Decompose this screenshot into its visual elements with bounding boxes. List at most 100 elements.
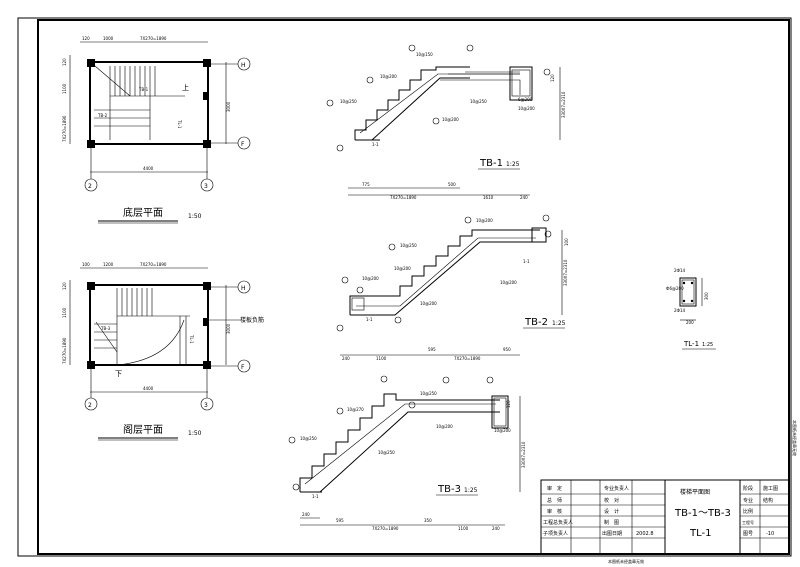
tb3-bar-labels: 10@270 10@250 10@200 10@250 10@200 10@25… [300, 391, 511, 455]
attic-dim-left-2: 1100 [62, 307, 67, 318]
svg-text:1-1: 1-1 [312, 494, 319, 499]
attic-dim-right: 3000 [226, 323, 231, 334]
svg-text:专业负责人: 专业负责人 [604, 485, 629, 492]
svg-text:240: 240 [302, 512, 310, 517]
column [203, 92, 209, 100]
svg-text:1610: 1610 [483, 195, 494, 200]
svg-text:950: 950 [503, 347, 511, 352]
svg-text:图号: 图号 [743, 531, 753, 537]
svg-text:校 对: 校 对 [604, 497, 619, 504]
drawing-sub1: TB-1～TB-3 [674, 508, 731, 519]
attic-dim-top-3: 7X270=1890 [140, 262, 167, 267]
svg-text:10@250: 10@250 [470, 99, 487, 104]
svg-text:10@200: 10@200 [394, 266, 411, 271]
svg-text:6@200: 6@200 [518, 97, 533, 102]
dim-left-2: 1100 [62, 83, 67, 94]
tb1-scale: 1:25 [506, 161, 520, 168]
attic-grid-f: F [241, 364, 245, 371]
svg-text:350: 350 [424, 518, 432, 523]
ground-floor-plan: 上 TB-1 TB-2 TL-1 120 1000 7X270=1890 120… [62, 36, 251, 224]
bottom-note: 本图纸未经盖章无效 [608, 558, 644, 564]
tb3-title: TB-3 [437, 484, 461, 495]
svg-text:10@200: 10@200 [380, 74, 397, 79]
beam-stirrup: Ф6@200 [666, 286, 684, 291]
beam-height: 300 [704, 292, 709, 300]
attic-dim-left-1: 120 [62, 282, 67, 290]
svg-text:240: 240 [520, 195, 528, 200]
tb3-scale: 1:25 [464, 487, 478, 494]
svg-text:240: 240 [492, 526, 500, 531]
svg-text:设 计: 设 计 [604, 508, 619, 515]
tb1-dim-right: 330X7=2310 [561, 91, 566, 118]
svg-text:7X270=1890: 7X270=1890 [372, 526, 399, 531]
svg-text:审 核: 审 核 [547, 508, 562, 515]
attic-grid-h: H [241, 285, 246, 292]
beam-width: 200 [686, 320, 694, 325]
attic-tl1-label: TL-1 [189, 334, 194, 344]
svg-text:阶段: 阶段 [743, 485, 753, 492]
column [203, 59, 211, 67]
svg-text:10@200: 10@200 [442, 117, 459, 122]
svg-text:总 师: 总 师 [547, 497, 562, 504]
tb2-scale: 1:25 [552, 320, 566, 327]
svg-text:专业: 专业 [743, 497, 753, 504]
svg-text:审 定: 审 定 [547, 485, 562, 492]
attic-dim-left-3: 7X270=1890 [62, 337, 67, 364]
beam-bottom-bar: 2Ф14 [674, 308, 686, 313]
beam-scale: 1:25 [702, 342, 713, 348]
title-block: 审 定 专业负责人 总 师 校 对 审 核 设 计 工程总负责人 制 图 子项负… [540, 420, 798, 564]
attic-plan-walls [89, 284, 209, 366]
tb1-label: TB-1 [138, 87, 149, 92]
grid-f: F [241, 141, 245, 148]
svg-text:595: 595 [336, 518, 344, 523]
svg-text:330X7=2310: 330X7=2310 [521, 441, 526, 468]
svg-text:10@250: 10@250 [378, 450, 395, 455]
dim-right: 3000 [226, 101, 231, 112]
tl1-beam-section: 2Ф14 2Ф14 Ф6@200 200 300 TL-1 1:25 [666, 268, 716, 350]
svg-text:工程号: 工程号 [742, 519, 754, 525]
tb1-bar-labels: 10@150 10@200 10@250 10@250 6@200 10@200… [340, 52, 535, 122]
svg-text:2002.8: 2002.8 [636, 531, 654, 537]
drawing-name: 楼梯平面图 [680, 488, 710, 496]
svg-text:1-1: 1-1 [366, 317, 373, 322]
svg-text:结构: 结构 [763, 497, 773, 504]
tl1-label: TL-1 [177, 119, 182, 129]
svg-text:120: 120 [506, 400, 511, 408]
tb2-bar-labels: 10@200 10@250 10@200 10@200 10@200 10@20… [362, 218, 517, 306]
svg-text:500: 500 [448, 182, 456, 187]
svg-text:10@250: 10@250 [420, 391, 437, 396]
up-arrow-label: 上 [182, 83, 189, 92]
grid-3: 3 [204, 183, 208, 190]
svg-text:10@250: 10@250 [340, 99, 357, 104]
attic-floor-plan: 下 TL-1 TB-3 楼板负筋 100 1200 7X270=1890 120… [62, 262, 264, 441]
ground-plan-title: 底层平面 [123, 206, 163, 219]
dim-left-3: 7X270=1890 [62, 115, 67, 142]
svg-text:出图日期: 出图日期 [602, 530, 622, 537]
slab-rebar-note: 楼板负筋 [240, 316, 264, 324]
tb3-section: 10@270 10@250 10@200 10@250 10@200 10@25… [288, 375, 526, 531]
svg-text:330X7=2310: 330X7=2310 [563, 259, 568, 286]
dim-top-2: 1000 [103, 36, 114, 41]
svg-text:240: 240 [342, 356, 350, 361]
ground-stair-steps [94, 65, 185, 140]
ground-plan-scale: 1:50 [188, 213, 202, 220]
svg-text:10@150: 10@150 [416, 52, 433, 57]
outer-frame [17, 17, 792, 557]
grid-h: H [241, 62, 246, 69]
svg-text:595: 595 [428, 347, 436, 352]
drawing-sub2: TL-1 [689, 528, 711, 539]
svg-text:10@200: 10@200 [500, 280, 517, 285]
down-arrow-label: 下 [115, 370, 122, 378]
svg-text:-10: -10 [766, 531, 774, 537]
tb1-title: TB-1 [479, 158, 503, 169]
svg-text:施工图: 施工图 [763, 485, 778, 492]
tb2-label: TB-2 [97, 113, 108, 118]
attic-plan-title: 阁层平面 [123, 423, 163, 436]
tb1-section: 10@150 10@200 10@250 10@250 6@200 10@200… [326, 44, 566, 200]
beam-title: TL-1 [683, 340, 699, 348]
dim-top-3: 7X270=1890 [140, 36, 167, 41]
attic-dim-bottom: 4400 [143, 386, 154, 391]
attic-plan-scale: 1:50 [188, 430, 202, 437]
svg-text:比例: 比例 [743, 508, 753, 515]
svg-text:10@250: 10@250 [400, 243, 417, 248]
